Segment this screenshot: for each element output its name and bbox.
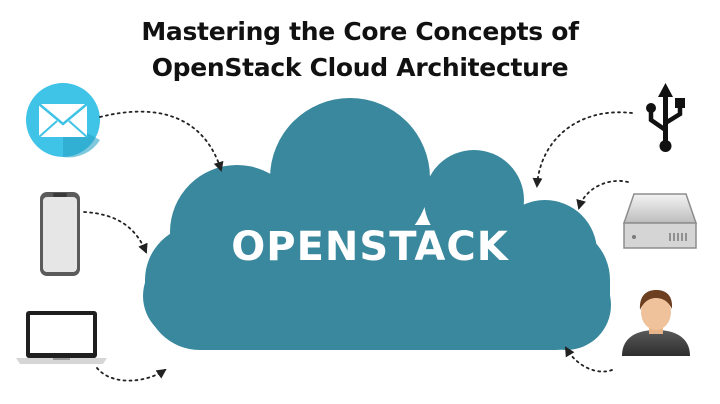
title-line-2: OpenStack Cloud Architecture xyxy=(151,53,569,82)
diagram-title: Mastering the Core Concepts of OpenStack… xyxy=(0,14,720,86)
cloud-label: OPENSTACK xyxy=(231,224,509,270)
laptop-icon xyxy=(16,311,107,364)
hard-drive-icon xyxy=(622,193,698,249)
email-icon xyxy=(26,83,100,158)
smartphone-icon xyxy=(40,192,80,276)
connectors xyxy=(83,110,633,382)
connector-laptop xyxy=(96,367,167,382)
connector-email xyxy=(99,110,224,172)
openstack-cloud xyxy=(143,98,611,350)
usb-icon xyxy=(646,83,685,152)
connector-drive xyxy=(576,180,629,210)
connector-smartphone xyxy=(83,211,148,254)
title-line-1: Mastering the Core Concepts of xyxy=(141,17,579,46)
connector-user xyxy=(564,346,613,373)
connector-usb xyxy=(532,111,633,188)
user-icon xyxy=(622,290,690,356)
